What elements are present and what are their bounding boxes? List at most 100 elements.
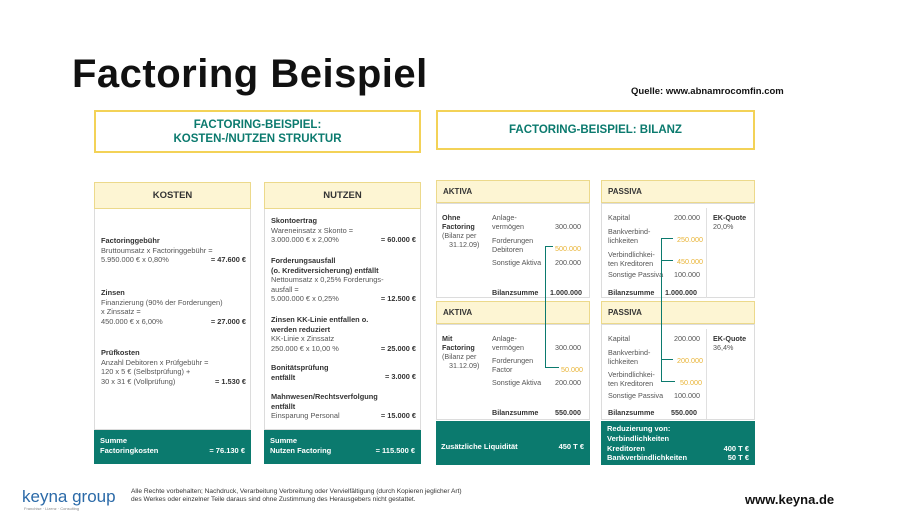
source-note: Quelle: www.abnamrocomfin.com	[631, 86, 784, 97]
item-label: (o. Kreditversicherung) entfällt	[271, 265, 379, 275]
reduction-bar: Reduzierung von: Verbindlichkeiten Kredi…	[601, 421, 755, 465]
row-label: ten Kreditoren	[608, 259, 654, 268]
row-value: 100.000	[674, 270, 700, 279]
item-line: KK-Linie x Zinssatz	[271, 334, 335, 344]
row-label: Sonstige Passiva	[608, 270, 664, 279]
row-label: Verbindlichkei-	[608, 250, 655, 259]
connector-line	[545, 246, 546, 367]
scenario-title: Factoring	[442, 343, 475, 352]
copyright-line: des Werkes oder einzelner Teile daraus s…	[131, 496, 416, 504]
scenario-sub: (Bilanz per	[442, 352, 477, 361]
item-label: Forderungsausfall	[271, 256, 336, 265]
passiva-head-mit: PASSIVA	[601, 301, 755, 324]
scenario-title: Factoring	[442, 222, 475, 231]
divider	[706, 329, 707, 419]
aktiva-head-ohne: AKTIVA	[436, 180, 590, 203]
sum-value: 550.000	[555, 408, 581, 417]
row-label: Sonstige Aktiva	[492, 378, 542, 387]
item-label: entfällt	[271, 372, 296, 382]
kosten-panel: Factoringgebühr Bruttoumsatz x Factoring…	[94, 209, 251, 430]
sum-label: Bilanzsumme	[608, 288, 655, 297]
row-label: Sonstige Passiva	[608, 391, 664, 400]
item-label: Factoringgebühr	[101, 236, 160, 245]
sum-label-line: Factoringkosten	[100, 446, 159, 455]
item-value: = 1.530 €	[214, 377, 246, 386]
nutzen-panel: Skontoertrag Wareneinsatz x Skonto = 3.0…	[264, 209, 421, 430]
connector-line	[661, 238, 673, 239]
row-label: Anlage-	[492, 213, 517, 222]
scenario-sub: (Bilanz per	[442, 231, 477, 240]
row-value: 200.000	[555, 258, 581, 267]
reduction-head: Verbindlichkeiten	[607, 434, 670, 443]
item-line: Anzahl Debitoren x Prüfgebühr =	[101, 357, 209, 367]
balance-header: FACTORING-BEISPIEL: BILANZ	[436, 110, 755, 150]
item-line: 450.000 € x 6,00%	[101, 316, 163, 326]
item-value: = 3.000 €	[384, 372, 416, 381]
row-label: Bankverbind-	[608, 227, 651, 236]
kosten-item-pruefkosten: Prüfkosten Anzahl Debitoren x Prüfgebühr…	[101, 348, 246, 386]
sum-value: 550.000	[671, 408, 697, 417]
sum-label: Bilanzsumme	[492, 408, 539, 417]
reduction-head: Reduzierung von:	[607, 424, 671, 433]
row-value-highlight: 200.000	[677, 356, 703, 365]
cost-benefit-header: FACTORING-BEISPIEL: KOSTEN-/NUTZEN STRUK…	[94, 110, 421, 153]
page-title: Factoring Beispiel	[72, 52, 428, 96]
row-value-highlight: 500.000	[555, 244, 581, 253]
row-label: lichkeiten	[608, 236, 638, 245]
item-line: 5.000.000 € x 0,25%	[271, 294, 339, 304]
nutzen-sum-value: = 115.500 €	[375, 446, 415, 455]
row-label: Factor	[492, 365, 513, 374]
item-line: Finanzierung (90% der Forderungen)	[101, 297, 223, 307]
sum-value: 1.000.000	[665, 288, 697, 297]
scenario-sub: 31.12.09)	[449, 240, 480, 249]
item-value: = 25.000 €	[380, 344, 416, 353]
row-label: ten Kreditoren	[608, 379, 654, 388]
nutzen-item-skonto: Skontoertrag Wareneinsatz x Skonto = 3.0…	[271, 216, 416, 245]
item-label: Skontoertrag	[271, 216, 317, 225]
cost-benefit-header-line2: KOSTEN-/NUTZEN STRUKTUR	[173, 132, 342, 145]
ek-quote-label: EK-Quote	[713, 213, 747, 222]
reduction-label: Bankverbindlichkeiten	[607, 453, 688, 462]
row-value-highlight: 50.000	[680, 378, 702, 387]
connector-line	[545, 246, 553, 247]
item-label: Zinsen	[101, 288, 125, 297]
nutzen-item-kk-linie: Zinsen KK-Linie entfallen o. werden redu…	[271, 315, 416, 353]
scenario-title: Mit	[442, 334, 453, 343]
item-value: = 27.000 €	[210, 317, 246, 326]
divider	[706, 208, 707, 298]
row-label: Kapital	[608, 213, 630, 222]
sum-value: 1.000.000	[550, 288, 582, 297]
sum-label-line: Summe	[100, 436, 128, 445]
kosten-sum-value: = 76.130 €	[209, 446, 245, 455]
item-line: x Zinssatz =	[101, 307, 141, 317]
row-value: 200.000	[674, 334, 700, 343]
item-label: werden reduziert	[271, 324, 331, 334]
nutzen-item-forderungsausfall: Forderungsausfall (o. Kreditversicherung…	[271, 256, 416, 304]
reduction-value: 400 T €	[723, 444, 749, 453]
connector-line	[661, 238, 662, 382]
reduction-label: Kreditoren	[607, 444, 645, 453]
sum-label-line: Summe	[270, 436, 298, 445]
row-value: 300.000	[555, 343, 581, 352]
row-label: Forderungen	[492, 236, 534, 245]
aktiva-panel-ohne: Ohne Factoring (Bilanz per 31.12.09) Anl…	[436, 203, 590, 298]
item-line: Wareneinsatz x Skonto =	[271, 225, 354, 235]
row-label: Verbindlichkei-	[608, 370, 655, 379]
website-url[interactable]: www.keyna.de	[745, 492, 835, 507]
row-label: Anlage-	[492, 334, 517, 343]
passiva-panel-mit: Kapital 200.000 Bankverbind- lichkeiten …	[601, 324, 755, 420]
item-line: 30 x 31 € (Vollprüfung)	[101, 376, 176, 386]
connector-line	[661, 381, 675, 382]
row-label: vermögen	[492, 222, 524, 231]
reduction-value: 50 T €	[727, 453, 749, 462]
copyright-notice: Alle Rechte vorbehalten; Nachdruck, Vera…	[131, 488, 551, 505]
row-label: Kapital	[608, 334, 630, 343]
kosten-head: KOSTEN	[94, 182, 251, 209]
row-label: Bankverbind-	[608, 348, 651, 357]
ek-quote-value: 20,0%	[713, 222, 734, 231]
connector-line	[661, 359, 673, 360]
kosten-sum-bar: Summe Factoringkosten = 76.130 €	[94, 430, 251, 464]
row-value: 200.000	[674, 213, 700, 222]
row-value: 300.000	[555, 222, 581, 231]
keyna-logo: keyna group	[22, 487, 116, 506]
